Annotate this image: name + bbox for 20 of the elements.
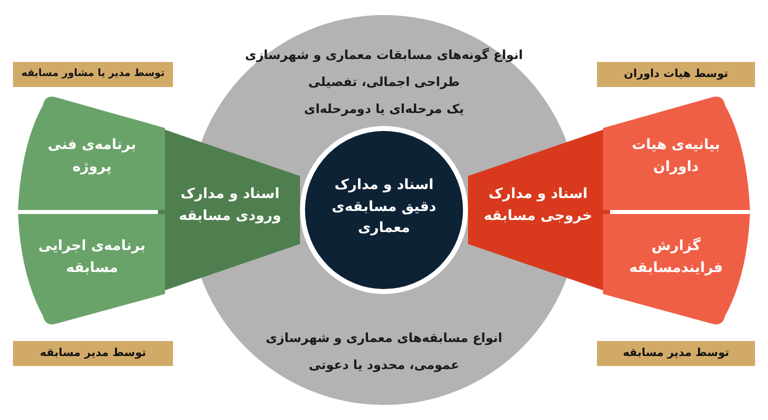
segment-label: اسناد و مدارک دقیق مسابقه‌ی معماری [330,176,438,238]
note-tag [597,341,755,366]
note-tag [597,62,755,87]
note-tag [13,62,173,87]
segment-label: طراحی اجمالی، تفصیلی [307,73,461,91]
note-text: توسط مدیر مسابقه [38,345,148,361]
segment-label: بیانیه‌ی هیات داوران [630,136,722,177]
note-text: توسط مدیر یا مشاور مسابقه [20,67,166,81]
segment-label: انواع گونه‌های مسابقات معماری و شهرسازی [244,46,524,64]
note-text: توسط مدیر مسابقه [622,345,730,361]
segment-label: عمومی، محدود یا دعوتی [308,356,460,374]
segment-label: برنامه‌ی فنی پروژه [46,136,138,177]
segment-label: اسناد و مدارک ورودی مسابقه [178,185,282,226]
note-tag [13,341,173,366]
note-text: توسط هیات داوران [622,66,730,82]
segment-label: گزارش فرایندمسابقه [628,236,724,278]
segment-label: برنامه‌ی اجرایی مسابقه [37,237,147,278]
segment-label: اسناد و مدارک خروجی مسابقه [482,185,594,226]
segment-label: یک مرحله‌ای یا دومرحله‌ای [302,100,466,118]
segment-label: انواع مسابقه‌های معماری و شهرسازی [264,329,504,347]
